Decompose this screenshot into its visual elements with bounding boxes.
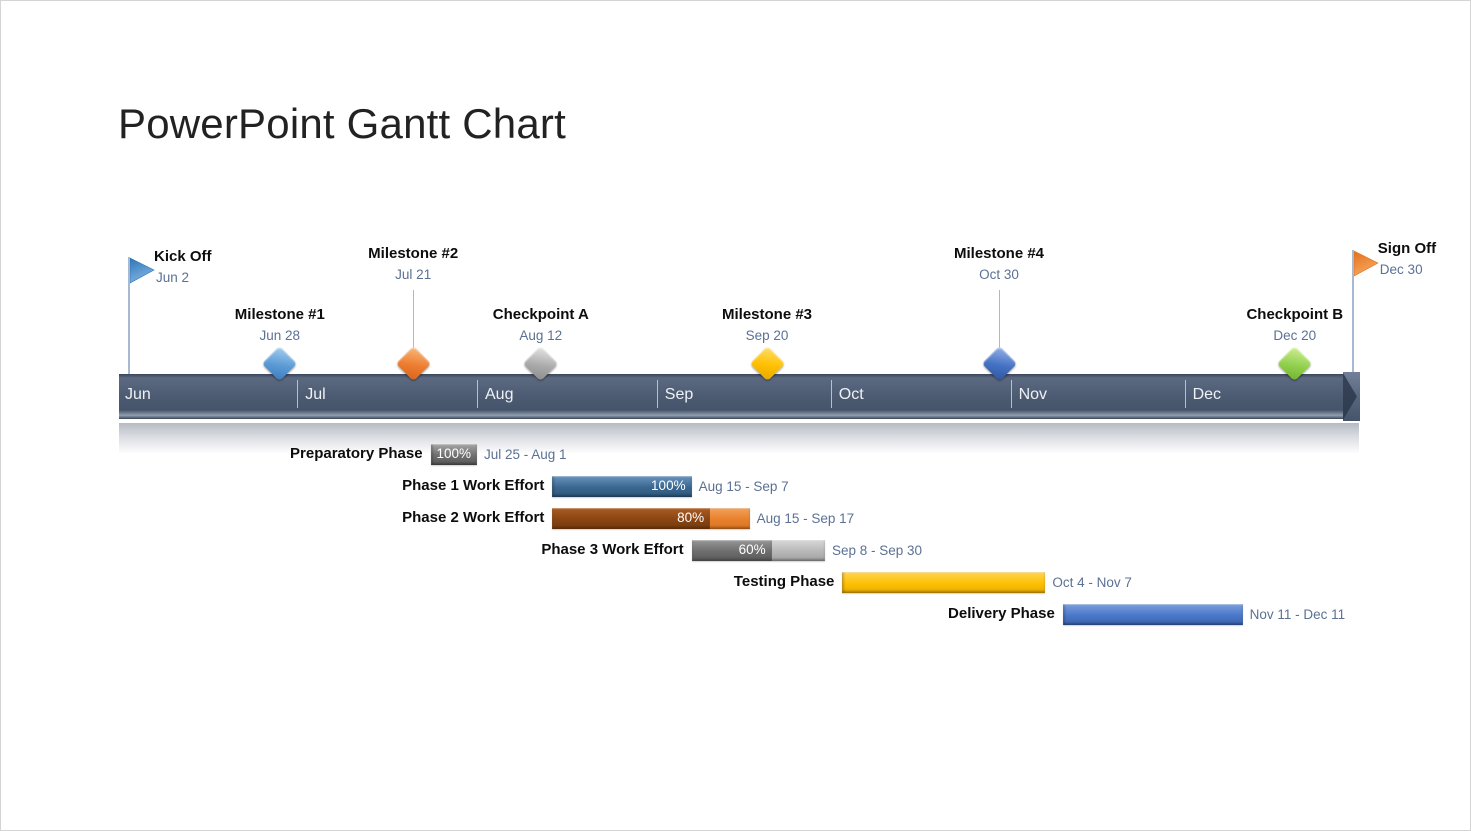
task-label-testing-phase: Testing Phase bbox=[733, 573, 835, 590]
month-label-oct: Oct bbox=[838, 386, 864, 403]
task-label-phase-3-work-effort: Phase 3 Work Effort bbox=[541, 541, 684, 558]
milestone-date-checkpoint-a: Aug 12 bbox=[519, 328, 563, 343]
month-divider bbox=[656, 380, 658, 408]
task-label-phase-2-work-effort: Phase 2 Work Effort bbox=[402, 509, 545, 526]
task-bar-preparatory-phase[interactable]: 100% bbox=[430, 444, 477, 465]
page-title: PowerPoint Gantt Chart bbox=[118, 100, 566, 147]
milestone-label-kick-off: Kick Off bbox=[154, 248, 212, 265]
task-percent-label: 60% bbox=[738, 542, 766, 557]
task-date-range-phase-3-work-effort: Sep 8 - Sep 30 bbox=[832, 543, 923, 558]
task-percent-label: 100% bbox=[651, 478, 686, 493]
task-bar-phase-1-work-effort[interactable]: 100% bbox=[552, 476, 692, 497]
timeline-endcap-bevel bbox=[1343, 372, 1357, 421]
month-divider bbox=[297, 380, 299, 408]
task-date-range-phase-1-work-effort: Aug 15 - Sep 7 bbox=[698, 479, 789, 494]
connector-line bbox=[999, 290, 1000, 350]
month-divider bbox=[1010, 380, 1012, 408]
month-label-nov: Nov bbox=[1018, 386, 1048, 403]
milestone-date-milestone-4: Oct 30 bbox=[979, 267, 1019, 282]
month-label-jun: Jun bbox=[125, 386, 151, 403]
task-date-range-testing-phase: Oct 4 - Nov 7 bbox=[1052, 575, 1132, 590]
milestone-label-checkpoint-a: Checkpoint A bbox=[492, 306, 589, 323]
timeline-bar[interactable]: Jun Jul Aug Sep Oct Nov Dec bbox=[119, 374, 1343, 419]
milestone-label-milestone-2: Milestone #2 bbox=[368, 245, 459, 262]
month-label-dec: Dec bbox=[1192, 386, 1222, 403]
task-bar-fill bbox=[552, 508, 711, 529]
milestone-date-kick-off: Jun 2 bbox=[156, 270, 190, 285]
connector-line bbox=[413, 290, 415, 350]
task-percent-label: 100% bbox=[436, 446, 471, 461]
timeline-endcap-icon bbox=[1343, 372, 1360, 421]
milestone-label-milestone-1: Milestone #1 bbox=[234, 306, 325, 323]
task-bar-phase-2-work-effort[interactable]: 80% bbox=[552, 508, 750, 529]
task-bar-delivery-phase[interactable] bbox=[1062, 604, 1243, 625]
milestone-date-milestone-2: Jul 21 bbox=[395, 267, 432, 282]
flag-pole bbox=[128, 257, 130, 374]
month-label-sep: Sep bbox=[664, 386, 694, 403]
task-bar-fill bbox=[691, 540, 772, 561]
month-divider bbox=[830, 380, 832, 408]
task-date-range-phase-2-work-effort: Aug 15 - Sep 17 bbox=[756, 511, 855, 526]
timeline-shadow bbox=[119, 423, 1359, 453]
month-label-jul: Jul bbox=[305, 386, 326, 403]
milestone-label-milestone-4: Milestone #4 bbox=[953, 245, 1045, 262]
flag-icon-kick-off[interactable] bbox=[129, 257, 156, 289]
task-date-range-delivery-phase: Nov 11 - Dec 11 bbox=[1249, 607, 1346, 622]
flag-icon-sign-off[interactable] bbox=[1353, 250, 1380, 282]
task-date-range-preparatory-phase: Jul 25 - Aug 1 bbox=[484, 447, 567, 462]
flag-pole bbox=[1351, 250, 1354, 374]
milestone-label-sign-off: Sign Off bbox=[1377, 240, 1437, 257]
month-divider bbox=[477, 380, 478, 408]
milestone-label-milestone-3: Milestone #3 bbox=[721, 306, 813, 323]
task-label-phase-1-work-effort: Phase 1 Work Effort bbox=[402, 477, 545, 494]
task-percent-label: 80% bbox=[677, 510, 705, 525]
task-label-preparatory-phase: Preparatory Phase bbox=[290, 445, 423, 462]
milestone-date-milestone-3: Sep 20 bbox=[745, 328, 789, 343]
task-label-delivery-phase: Delivery Phase bbox=[948, 605, 1055, 622]
task-bar-testing-phase[interactable] bbox=[842, 572, 1046, 593]
milestone-date-checkpoint-b: Dec 20 bbox=[1273, 328, 1317, 343]
milestone-label-checkpoint-b: Checkpoint B bbox=[1246, 306, 1344, 323]
task-bar-phase-3-work-effort[interactable]: 60% bbox=[691, 540, 825, 561]
month-divider bbox=[1184, 380, 1186, 408]
milestone-date-sign-off: Dec 30 bbox=[1379, 262, 1423, 277]
milestone-date-milestone-1: Jun 28 bbox=[259, 328, 301, 343]
month-label-aug: Aug bbox=[485, 386, 514, 403]
